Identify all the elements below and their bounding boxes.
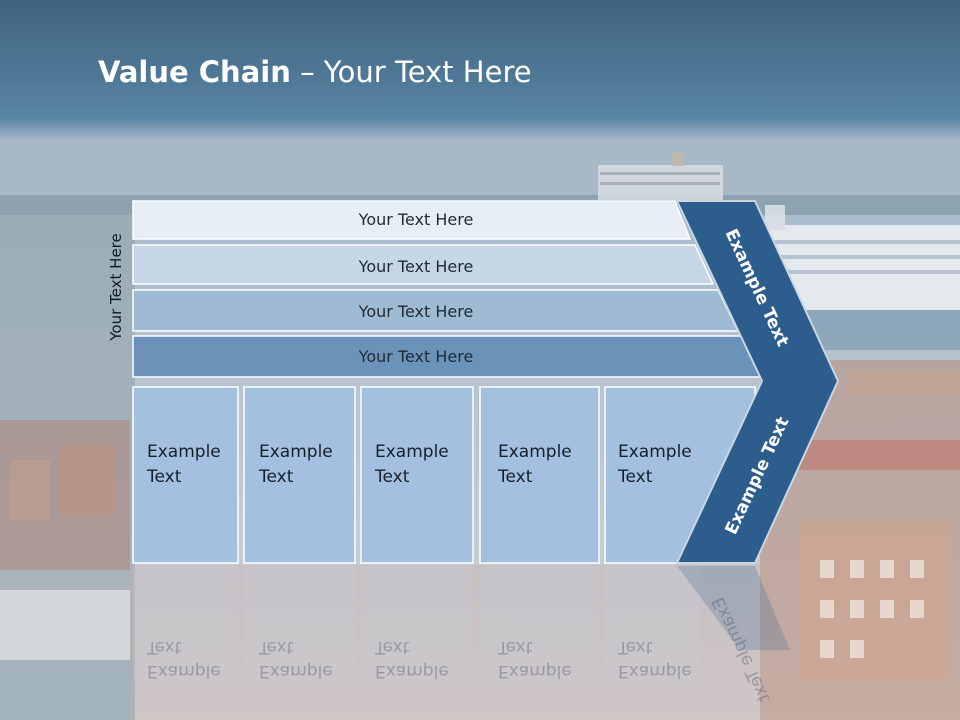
cell-4-reflection-line2: Text	[497, 637, 533, 657]
bar-4-label: Your Text Here	[358, 347, 474, 366]
bar-1-label: Your Text Here	[358, 210, 474, 229]
cell-4	[479, 386, 600, 564]
title-rest: – Your Text Here	[290, 55, 532, 89]
cell-2-reflection-line1: Example	[259, 661, 333, 681]
cell-5-line1: Example	[618, 442, 692, 462]
cell-3-reflection-line1: Example	[375, 661, 449, 681]
cell-1-reflection-line2: Text	[146, 637, 182, 657]
cell-5-line2: Text	[618, 467, 653, 487]
cell-5-text: Example Text	[618, 440, 692, 490]
cell-3-reflection-line2: Text	[374, 637, 410, 657]
header-band	[0, 0, 960, 140]
cell-1-text: Example Text	[147, 440, 221, 490]
cell-1	[132, 386, 239, 564]
cell-2-line1: Example	[259, 442, 333, 462]
cell-4-text: Example Text	[498, 440, 572, 490]
cell-4-line2: Text	[498, 467, 533, 487]
cell-2-reflection-line2: Text	[258, 637, 294, 657]
bar-2-label: Your Text Here	[358, 257, 474, 276]
cell-3	[360, 386, 474, 564]
reflection	[133, 566, 790, 686]
bar-2	[132, 244, 715, 285]
cell-2-text: Example Text	[259, 440, 333, 490]
slide-title: Value Chain – Your Text Here	[98, 55, 532, 89]
cell-5-reflection-line2: Text	[617, 637, 653, 657]
bar-1	[132, 200, 692, 240]
cell-4-reflection-line1: Example	[498, 661, 572, 681]
cruise-ship-image	[598, 152, 960, 310]
cell-5-reflection-line1: Example	[618, 661, 692, 681]
cell-1-line1: Example	[147, 442, 221, 462]
cell-2	[243, 386, 356, 564]
title-bold: Value Chain	[98, 55, 291, 89]
cell-1-reflection-line1: Example	[147, 661, 221, 681]
cell-3-text: Example Text	[375, 440, 449, 490]
cell-3-line2: Text	[375, 467, 410, 487]
bar-3-label: Your Text Here	[358, 302, 474, 321]
cell-1-line2: Text	[147, 467, 182, 487]
cell-4-line1: Example	[498, 442, 572, 462]
chevron-arrow	[675, 200, 840, 564]
cell-3-line1: Example	[375, 442, 449, 462]
cell-2-line2: Text	[259, 467, 294, 487]
